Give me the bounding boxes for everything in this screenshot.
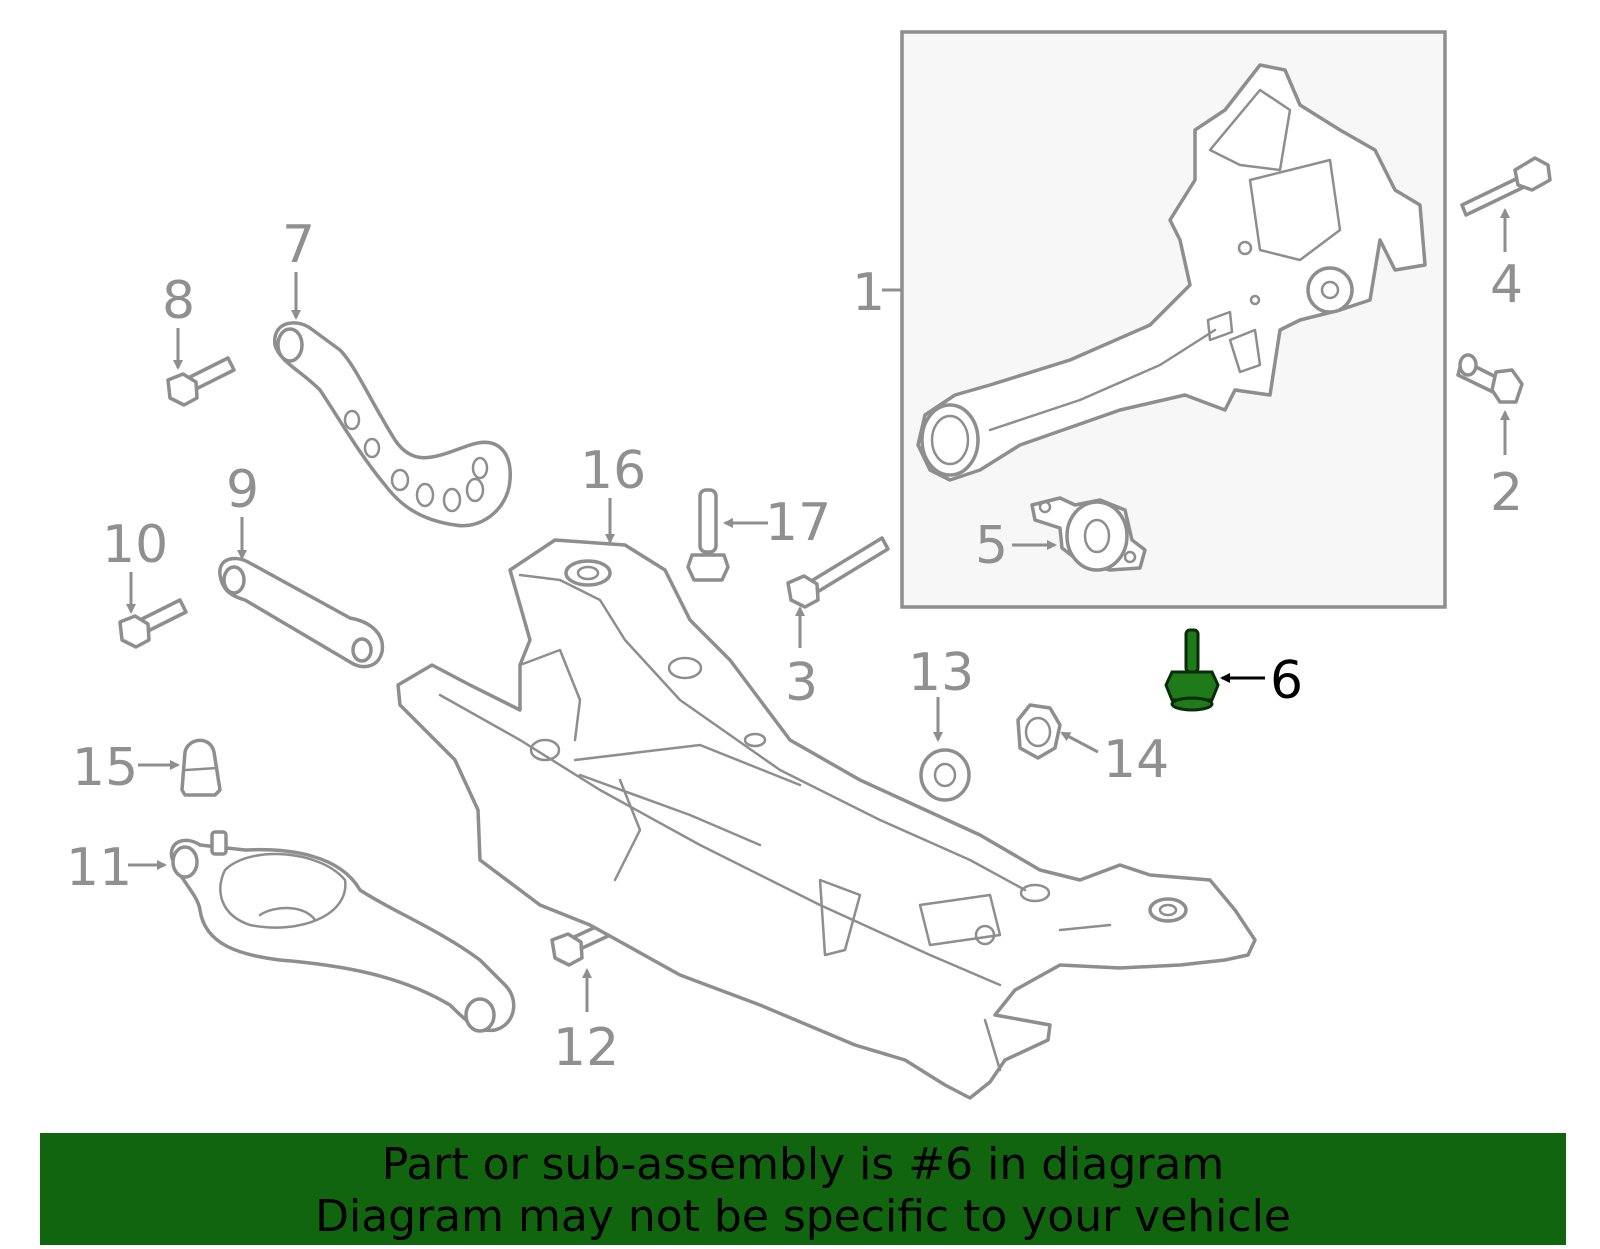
callout-2: 2 — [1490, 463, 1523, 523]
callout-14: 14 — [1103, 730, 1169, 790]
callout-4: 4 — [1490, 255, 1523, 315]
part-4-bolt[interactable] — [1460, 156, 1552, 217]
part-13-washer[interactable] — [919, 748, 971, 802]
part-2-bolt[interactable] — [1456, 353, 1524, 404]
callout-8: 8 — [162, 271, 195, 331]
callout-7: 7 — [282, 215, 315, 275]
callout-9: 9 — [226, 460, 259, 520]
part-8-bolt[interactable] — [166, 356, 236, 407]
part-14-nut[interactable] — [1016, 703, 1062, 760]
callout-6: 6 — [1270, 651, 1303, 711]
part-15-bump-stop[interactable] — [180, 738, 222, 797]
callout-11: 11 — [66, 838, 132, 898]
banner-line-2: Diagram may not be specific to your vehi… — [315, 1191, 1291, 1242]
part-3-bolt[interactable] — [786, 536, 890, 609]
callout-12: 12 — [553, 1018, 619, 1078]
part-7-upper-arm[interactable] — [273, 321, 512, 528]
callout-5: 5 — [975, 516, 1008, 576]
part-11-lower-arm[interactable] — [169, 830, 516, 1033]
info-banner: Part or sub-assembly is #6 in diagram Di… — [40, 1133, 1566, 1245]
callout-13: 13 — [908, 643, 974, 703]
callout-15: 15 — [72, 738, 138, 798]
callout-16: 16 — [580, 441, 646, 501]
part-6-bolt-highlighted[interactable] — [1164, 628, 1220, 712]
part-16-subframe[interactable] — [396, 538, 1257, 1100]
parts-diagram: 1 2 3 4 5 6 7 8 9 10 11 12 13 14 15 16 1… — [66, 30, 1552, 1100]
part-10-bolt[interactable] — [118, 598, 188, 649]
callout-1: 1 — [852, 263, 885, 323]
leader-14 — [1060, 731, 1099, 754]
part-5-bushing[interactable] — [1030, 496, 1147, 572]
part-1-trailing-arm[interactable] — [916, 63, 1427, 482]
callout-10: 10 — [102, 515, 168, 575]
banner-line-1: Part or sub-assembly is #6 in diagram — [381, 1139, 1225, 1190]
callout-3: 3 — [785, 653, 818, 713]
part-9-lateral-link[interactable] — [218, 556, 385, 669]
part-17-bolt[interactable] — [686, 488, 730, 582]
callout-17: 17 — [765, 493, 831, 553]
